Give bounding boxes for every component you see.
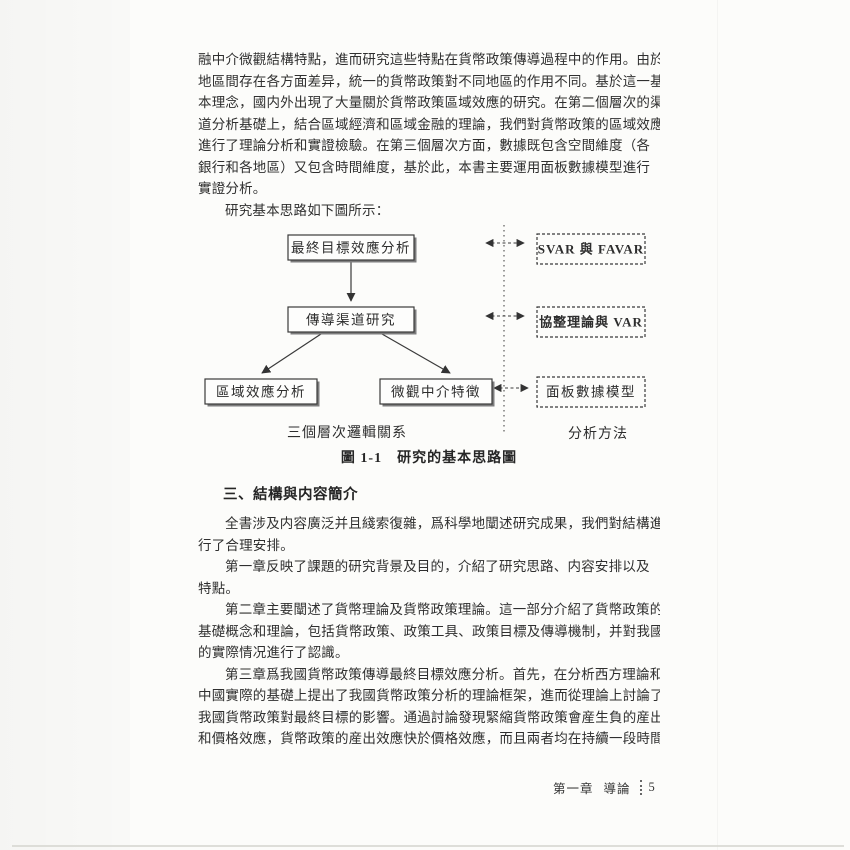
final-target-label: 最終目標效應分析 bbox=[291, 240, 411, 256]
text-line: 第一章反映了課題的研究背景及目的，介紹了研究思路、内容安排以及 bbox=[225, 559, 650, 574]
text-line: 和價格效應，貨幣政策的産出效應快於價格效應，而且兩者均在持續一段時間 bbox=[198, 731, 660, 746]
text-line: 基礎概念和理論，包括貨幣政策、政策工具、政策目標及傳導機制，并對我國 bbox=[198, 623, 660, 639]
footer-chapter: 第一章 bbox=[553, 782, 594, 796]
footer-dotted-separator bbox=[639, 780, 642, 795]
left-column-label: 三個層次邏輯關系 bbox=[287, 425, 407, 441]
intro-paragraph: 融中介微觀結構特點，進而研究這些特點在貨幣政策傳導過程中的作用。由於 地區間存在… bbox=[198, 49, 660, 221]
text-line: 的實際情况進行了認識。 bbox=[198, 645, 349, 660]
page-scan-edge-bottom bbox=[12, 845, 844, 847]
page-edge-right bbox=[717, 0, 718, 850]
text-line: 中國實際的基礎上提出了我國貨幣政策分析的理論框架，進而從理論上討論了 bbox=[198, 688, 660, 703]
svar-box bbox=[536, 233, 646, 265]
arrow-transmission-to-micro bbox=[381, 333, 451, 374]
micro-box bbox=[379, 378, 493, 405]
text-line: 銀行和各地區）又包含時間維度，基於此，本書主要運用面板數據模型進行 bbox=[198, 159, 651, 175]
arrow-transmission-to-regional bbox=[261, 333, 322, 374]
research-flow-diagram: 最終目標效應分析 傳導渠道研究 區域效應分析 微觀中介特徵 SVAR 與 FAV… bbox=[190, 222, 660, 470]
text-line: 全書涉及内容廣泛并且綫索復雜，爲科學地闡述研究成果，我們對結構進 bbox=[225, 516, 660, 531]
text-line: 融中介微觀結構特點，進而研究這些特點在貨幣政策傳導過程中的作用。由於 bbox=[198, 52, 660, 67]
section-paragraphs: 全書涉及内容廣泛并且綫索復雜，爲科學地闡述研究成果，我們對結構進 行了合理安排。… bbox=[198, 513, 660, 750]
regional-label: 區域效應分析 bbox=[216, 384, 306, 400]
lead-in-line: 研究基本思路如下圖所示： bbox=[225, 202, 390, 218]
text-line: 進行了理論分析和實證檢驗。在第三個層次方面，數據既包含空間維度（各 bbox=[198, 138, 651, 153]
figure-caption: 圖 1-1 研究的基本思路圖 bbox=[340, 451, 518, 466]
svar-label: SVAR 與 FAVAR bbox=[538, 242, 644, 257]
footer-section: 導論 bbox=[603, 782, 631, 796]
transmission-box bbox=[287, 306, 415, 333]
footer-page-number: 5 bbox=[648, 780, 655, 794]
text-line: 我國貨幣政策對最終目標的影響。通過討論發現緊縮貨幣政策會産生負的産出 bbox=[198, 709, 660, 725]
regional-box bbox=[204, 378, 318, 405]
cointegration-box bbox=[536, 306, 646, 338]
panel-label: 面板數據模型 bbox=[546, 385, 636, 400]
micro-label: 微觀中介特徵 bbox=[391, 385, 481, 400]
text-line: 本理念，國内外出現了大量關於貨幣政策區域效應的研究。在第二個層次的渠 bbox=[198, 95, 660, 110]
page-edge-left bbox=[0, 0, 130, 850]
right-column-label: 分析方法 bbox=[568, 426, 628, 442]
section-heading: 三、結構與内容簡介 bbox=[223, 487, 358, 503]
text-line: 地區間存在各方面差异，統一的貨幣政策對不同地區的作用不同。基於這一基 bbox=[198, 73, 660, 89]
text-line: 道分析基礎上，結合區域經濟和區域金融的理論，我們對貨幣政策的區域效應 bbox=[198, 116, 660, 132]
text-line: 第二章主要闡述了貨幣理論及貨幣政策理論。這一部分介紹了貨幣政策的 bbox=[225, 602, 660, 617]
cointegration-label: 協整理論與 VAR bbox=[539, 315, 643, 330]
transmission-label: 傳導渠道研究 bbox=[306, 313, 396, 328]
panel-box bbox=[536, 376, 646, 408]
final-target-box bbox=[287, 234, 415, 261]
text-line: 實證分析。 bbox=[198, 181, 267, 196]
text-line: 行了合理安排。 bbox=[198, 537, 294, 553]
text-line: 第三章爲我國貨幣政策傳導最終目標效應分析。首先，在分析西方理論和 bbox=[225, 666, 660, 682]
page-footer: 第一章 導論 5 bbox=[553, 778, 655, 797]
text-line: 特點。 bbox=[198, 580, 240, 596]
